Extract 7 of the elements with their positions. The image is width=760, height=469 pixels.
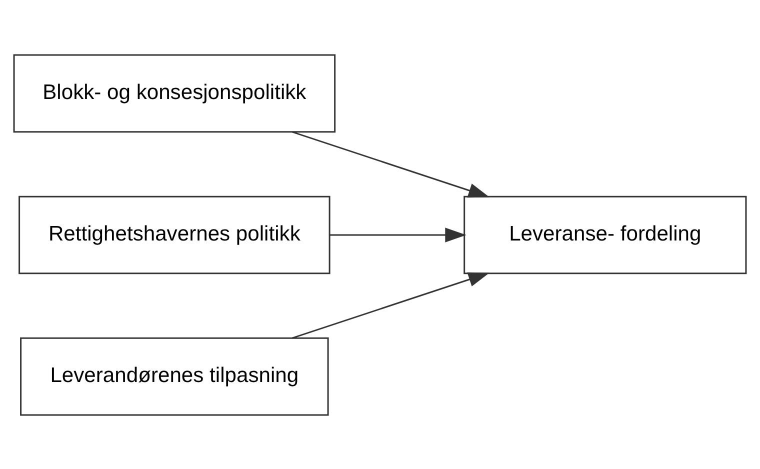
arrow [292,130,490,198]
node-box: Rettighetshavernes politikk [18,195,330,274]
node-box: Blokk- og konsesjonspolitikk [13,54,336,132]
arrow [330,227,466,242]
node-box: Leverandørenes tilpasning [20,336,329,416]
arrow [292,272,490,338]
node-box: Leveranse- fordeling [464,195,747,274]
